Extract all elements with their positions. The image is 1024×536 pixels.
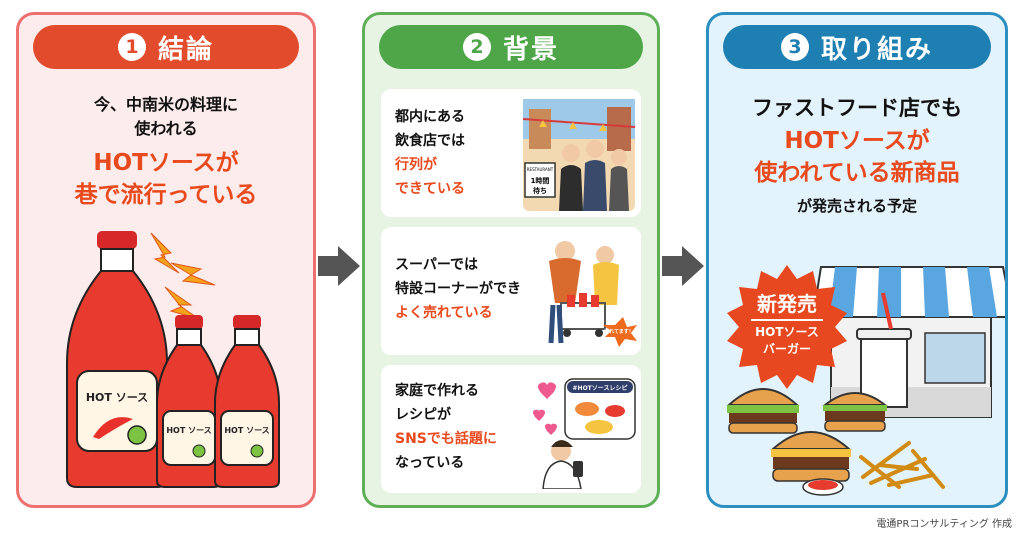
burger-icon <box>770 431 852 482</box>
hot-sauce-bottles-illustration: HOT ソース HOT ソース HOT ソース <box>66 231 280 488</box>
initiative-line-1: ファストフード店でも <box>752 96 962 120</box>
arrow-right-icon <box>318 246 360 286</box>
conclusion-title: 結論 <box>157 34 214 65</box>
conclusion-highlight: HOTソースが 巷で流行っている <box>19 147 313 211</box>
arrow-right-icon <box>662 246 704 286</box>
card-line: スーパーでは <box>395 257 479 273</box>
step-number-2: 2 <box>462 33 491 61</box>
spark-icon <box>150 232 216 320</box>
badge-title: 新発売 <box>757 292 817 316</box>
background-header: 2 背景 <box>379 25 643 69</box>
sns-recipe-illustration: #HOTソースレシピ <box>533 378 636 489</box>
badge-sub-2: バーガー <box>762 342 811 356</box>
initiative-line-4: が発売される予定 <box>796 197 917 215</box>
burger-shop-illustration <box>726 266 1005 496</box>
card-highlight: 行列が <box>395 157 437 173</box>
conclusion-panel: 1 結論 今、中南米の料理に 使われる HOTソースが 巷で流行っている HOT… <box>16 12 316 508</box>
conclusion-text: 今、中南米の料理に 使われる <box>19 93 313 141</box>
initiative-panel: 3 取り組み ファストフード店でも HOTソースが 使われている新商品 が発売さ… <box>706 12 1008 508</box>
credit-text: 電通PRコンサルティング 作成 <box>876 519 1012 530</box>
sign-text: RESTAURANT <box>527 167 554 172</box>
initiative-title: 取り組み <box>820 34 933 65</box>
sign-text: 1時間 <box>531 176 550 185</box>
starburst-icon <box>727 265 847 389</box>
conclusion-highlight-1: HOTソースが <box>93 150 239 176</box>
heart-icon <box>533 382 557 435</box>
background-title: 背景 <box>502 34 559 65</box>
burger-icon <box>726 388 800 434</box>
conclusion-line-1: 今、中南米の料理に <box>93 95 238 114</box>
sold-badge-text: 売れてます！ <box>604 328 634 335</box>
hashtag-text: #HOTソースレシピ <box>573 384 628 392</box>
sauce-dish-icon <box>802 478 844 496</box>
sign-text: 待ち <box>533 186 547 195</box>
medium-bottle-icon: HOT ソース <box>156 315 222 488</box>
svg-text:HOT ソース: HOT ソース <box>224 426 269 435</box>
card-line: 家庭で作れる <box>395 383 479 399</box>
initiative-highlight-2: 使われている新商品 <box>754 160 960 186</box>
initiative-header: 3 取り組み <box>723 25 991 69</box>
conclusion-line-2: 使われる <box>134 119 198 138</box>
card-line: 特設コーナーができ <box>395 281 521 297</box>
initiative-highlight-1: HOTソースが <box>784 128 930 154</box>
card-highlight: SNSでも話題に <box>395 431 497 447</box>
card-line: 都内にある <box>395 109 465 125</box>
initiative-highlight: HOTソースが 使われている新商品 <box>709 125 1005 189</box>
background-card-sns: 家庭で作れる レシピが SNSでも話題に なっている #HOTソースレシピ <box>381 365 641 493</box>
card-highlight: できている <box>395 181 465 197</box>
card-line: なっている <box>395 455 465 471</box>
fries-icon <box>859 441 945 489</box>
background-panel: 2 背景 都内にある 飲食店では 行列が できている RESTAURANT 1時… <box>362 12 660 508</box>
card-highlight: よく売れている <box>395 305 493 321</box>
badge-sub-1: HOTソース <box>755 325 819 339</box>
svg-text:HOT ソース: HOT ソース <box>166 426 211 435</box>
step-number-1: 1 <box>117 33 146 61</box>
conclusion-highlight-2: 巷で流行っている <box>74 182 258 208</box>
bottle-label: HOT ソース <box>86 391 148 404</box>
supermarket-shoppers-illustration: 売れてます！ <box>548 241 637 347</box>
burger-icon <box>822 392 888 432</box>
small-bottle-icon: HOT ソース <box>214 315 280 488</box>
background-card-restaurant: 都内にある 飲食店では 行列が できている RESTAURANT 1時間 待ち <box>381 89 641 217</box>
shop-icon <box>811 266 1005 418</box>
card-line: 飲食店では <box>395 133 465 149</box>
conclusion-header: 1 結論 <box>33 25 299 69</box>
card-line: レシピが <box>395 407 451 423</box>
step-number-3: 3 <box>780 33 809 61</box>
background-card-supermarket: スーパーでは 特設コーナーができ よく売れている 売れてます！ <box>381 227 641 355</box>
new-release-badge: 新発売 HOTソース バーガー <box>723 263 851 391</box>
restaurant-queue-illustration: RESTAURANT 1時間 待ち <box>523 99 635 211</box>
big-bottle-icon: HOT ソース <box>66 231 168 488</box>
